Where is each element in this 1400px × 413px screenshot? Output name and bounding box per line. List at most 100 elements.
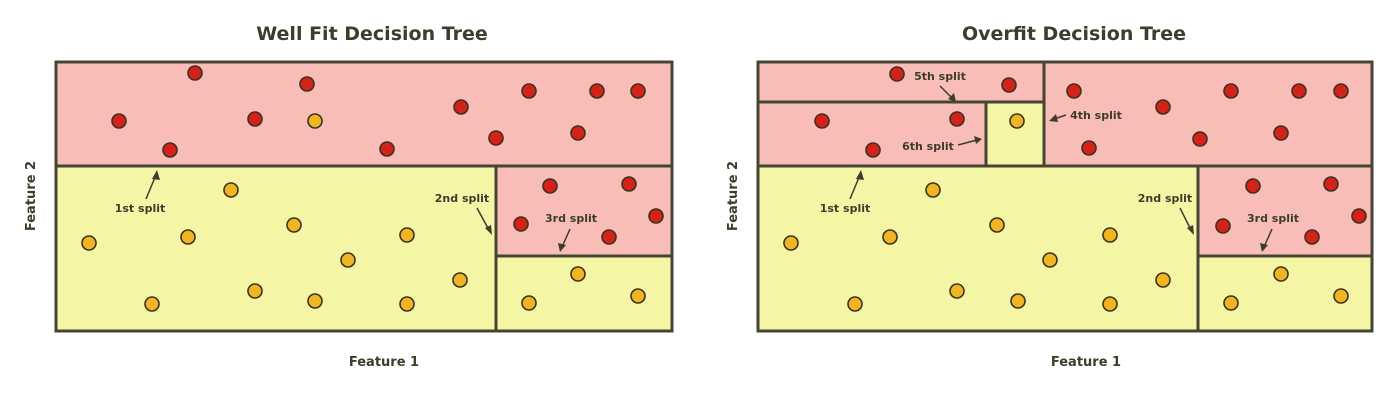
yellow-data-point — [81, 235, 97, 251]
yellow-data-point — [399, 296, 415, 312]
region-red-right — [494, 164, 674, 258]
arrow-2nd-split — [476, 207, 490, 231]
annotation-5th-split: 5th split — [914, 70, 966, 83]
yellow-data-point — [247, 283, 263, 299]
arrowhead-3rd-split — [558, 243, 566, 252]
yellow-data-point — [223, 182, 239, 198]
well-fit-points — [81, 65, 664, 312]
overfit-x-label: Feature 1 — [1051, 355, 1121, 370]
red-data-point — [889, 66, 905, 82]
yellow-data-point — [452, 272, 468, 288]
red-data-point — [1223, 83, 1239, 99]
annotation-1st-split: 1st split — [115, 202, 166, 215]
arrowhead-2nd-split — [1187, 225, 1194, 235]
annotation-3rd-split: 3rd split — [1247, 212, 1299, 225]
red-data-point — [865, 142, 881, 158]
well-fit-y-label: Feature 2 — [24, 161, 39, 231]
annotation-2nd-split: 2nd split — [435, 192, 489, 205]
yellow-data-point — [925, 182, 941, 198]
red-data-point — [630, 83, 646, 99]
annotation-1st-split: 1st split — [820, 202, 871, 215]
red-data-point — [488, 130, 504, 146]
annotation-2nd-split: 2nd split — [1138, 192, 1192, 205]
region-yellow-left — [756, 164, 1200, 333]
yellow-data-point — [521, 295, 537, 311]
yellow-data-point — [1155, 272, 1171, 288]
red-data-point — [187, 65, 203, 81]
arrow-3rd-split — [561, 228, 571, 248]
yellow-data-point — [882, 229, 898, 245]
region-red-right — [1196, 164, 1374, 258]
red-data-point — [1245, 178, 1261, 194]
yellow-data-point — [307, 113, 323, 129]
well-fit-annotations: 1st split 2nd split 3rd split — [115, 170, 597, 252]
region-red-top — [54, 60, 674, 168]
red-data-point — [1215, 218, 1231, 234]
overfit-y-label: Feature 2 — [726, 161, 741, 231]
overfit-diagram: Overfit Decision Tree 1st split 2nd spli… — [726, 23, 1374, 370]
yellow-data-point — [1042, 252, 1058, 268]
red-data-point — [453, 99, 469, 115]
yellow-data-point — [144, 296, 160, 312]
yellow-data-point — [630, 288, 646, 304]
red-data-point — [1333, 83, 1349, 99]
red-data-point — [648, 208, 664, 224]
yellow-data-point — [1333, 288, 1349, 304]
yellow-data-point — [847, 296, 863, 312]
red-data-point — [621, 176, 637, 192]
red-data-point — [589, 83, 605, 99]
red-data-point — [1192, 131, 1208, 147]
yellow-data-point — [340, 252, 356, 268]
red-data-point — [1351, 208, 1367, 224]
region-red-top-right — [1042, 60, 1374, 168]
arrowhead-5th-split — [948, 93, 956, 102]
red-data-point — [1001, 77, 1017, 93]
yellow-data-point — [1102, 227, 1118, 243]
red-data-point — [162, 142, 178, 158]
red-data-point — [521, 83, 537, 99]
yellow-data-point — [1010, 293, 1026, 309]
arrowhead-1st-split — [856, 170, 864, 180]
red-data-point — [1081, 140, 1097, 156]
arrowhead-6th-split — [974, 136, 982, 144]
red-data-point — [1066, 83, 1082, 99]
well-fit-title: Well Fit Decision Tree — [256, 23, 487, 45]
overfit-regions — [756, 60, 1374, 333]
arrow-3rd-split — [1263, 228, 1273, 248]
yellow-data-point — [307, 293, 323, 309]
annotation-3rd-split: 3rd split — [545, 212, 597, 225]
well-fit-regions — [54, 60, 674, 333]
red-data-point — [1273, 125, 1289, 141]
overfit-points — [783, 66, 1367, 312]
red-data-point — [111, 113, 127, 129]
arrowhead-3rd-split — [1260, 243, 1268, 252]
red-data-point — [1291, 83, 1307, 99]
yellow-data-point — [1223, 295, 1239, 311]
region-yellow-right — [494, 254, 674, 333]
region-yellow-left — [54, 164, 498, 333]
red-data-point — [1323, 176, 1339, 192]
red-data-point — [247, 111, 263, 127]
arrowhead-2nd-split — [485, 225, 492, 235]
arrowhead-4th-split — [1049, 114, 1058, 122]
red-data-point — [379, 141, 395, 157]
yellow-data-point — [783, 235, 799, 251]
yellow-data-point — [180, 229, 196, 245]
well-fit-diagram: Well Fit Decision Tree 1st split 2nd spl… — [24, 23, 674, 370]
yellow-data-point — [286, 217, 302, 233]
annotation-4th-split: 4th split — [1070, 109, 1122, 122]
red-data-point — [814, 113, 830, 129]
red-data-point — [949, 111, 965, 127]
red-data-point — [1155, 99, 1171, 115]
yellow-data-point — [1009, 113, 1025, 129]
well-fit-x-label: Feature 1 — [349, 355, 419, 370]
red-data-point — [1304, 229, 1320, 245]
yellow-data-point — [949, 283, 965, 299]
yellow-data-point — [989, 217, 1005, 233]
yellow-data-point — [1273, 266, 1289, 282]
red-data-point — [299, 76, 315, 92]
red-data-point — [570, 125, 586, 141]
annotation-6th-split: 6th split — [902, 140, 954, 153]
arrow-2nd-split — [1179, 207, 1192, 231]
